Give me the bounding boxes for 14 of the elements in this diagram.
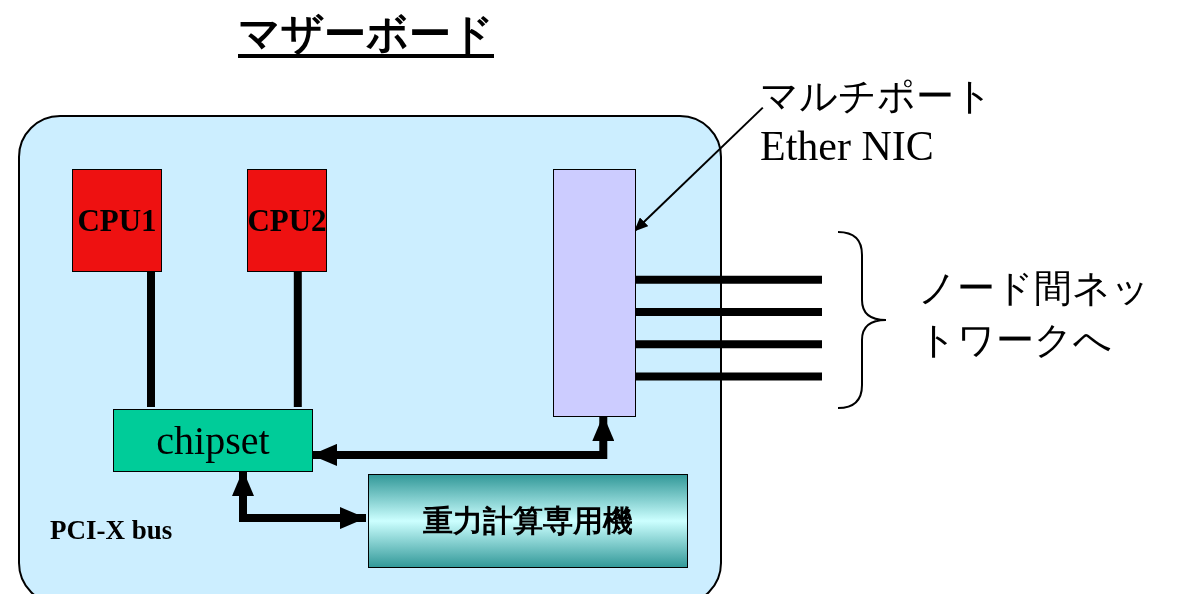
bus-line (147, 270, 155, 407)
accelerator-box: 重力計算専用機 (368, 474, 688, 568)
cpu-box: CPU2 (247, 169, 327, 272)
bus-line (293, 270, 302, 407)
callout-text: マルチポート (760, 73, 994, 120)
bus-label: PCI-X bus (50, 515, 173, 546)
bus-arrow (232, 470, 366, 530)
title: マザーボード (238, 8, 494, 60)
network-label: ノード間ネットワークへ (918, 265, 1151, 364)
chipset-box: chipset (113, 409, 313, 472)
callout-text: Ether NIC (760, 122, 935, 171)
cpu-box: CPU1 (72, 169, 162, 272)
bus-arrow (311, 415, 615, 466)
nic-box (553, 169, 636, 417)
